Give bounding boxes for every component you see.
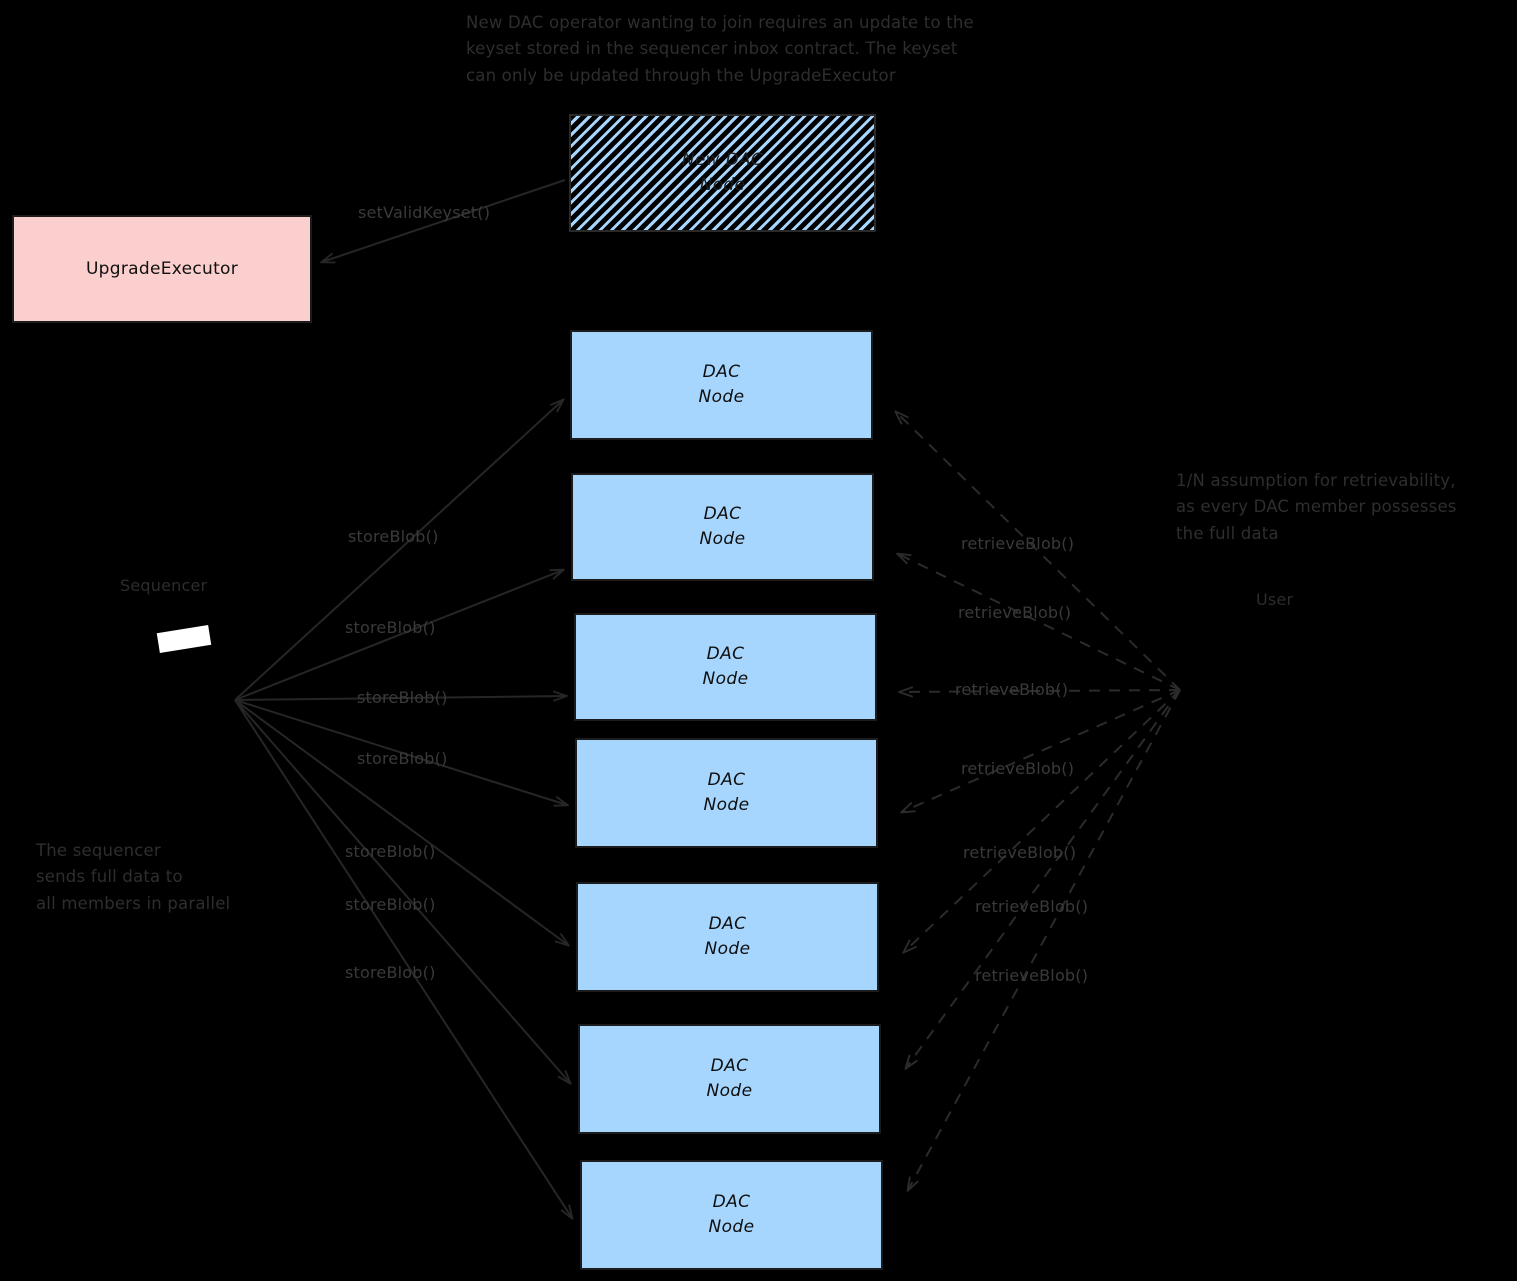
annotation-left-note: The sequencer sends full data to all mem… bbox=[36, 841, 231, 913]
dac-node-box-4[interactable]: DAC Node bbox=[575, 738, 878, 848]
edge-label-store-blob-3: storeBlob() bbox=[357, 688, 448, 707]
edge-label-set-valid-keyset: setValidKeyset() bbox=[358, 203, 491, 222]
edge-label-store-blob-7: storeBlob() bbox=[345, 963, 436, 982]
edge-label-store-blob-5: storeBlob() bbox=[345, 842, 436, 861]
dac-node-box-1[interactable]: DAC Node bbox=[570, 330, 873, 440]
edge-label-retrieve-blob-4: retrieveBlob() bbox=[961, 759, 1075, 778]
edge-label-retrieve-blob-3: retrieveBlob() bbox=[955, 680, 1069, 699]
new-dac-node-box[interactable]: New DAC Node bbox=[569, 114, 876, 232]
edge-store-blob-3 bbox=[234, 690, 568, 702]
annotation-right-note: 1/N assumption for retrievability, as ev… bbox=[1176, 471, 1457, 543]
edge-label-store-blob-6: storeBlob() bbox=[345, 895, 436, 914]
edge-retrieve-blob-6 bbox=[904, 689, 1181, 1070]
edge-label-store-blob-4: storeBlob() bbox=[357, 749, 448, 768]
edge-label-retrieve-blob-5: retrieveBlob() bbox=[963, 843, 1077, 862]
edge-label-store-blob-2: storeBlob() bbox=[345, 618, 436, 637]
dac-node-box-3[interactable]: DAC Node bbox=[574, 613, 877, 721]
dac-node-label-2: DAC Node bbox=[699, 504, 746, 549]
user-label: User bbox=[1256, 590, 1294, 609]
edge-label-retrieve-blob-6: retrieveBlob() bbox=[975, 897, 1089, 916]
edge-group-retrieve-blob bbox=[894, 410, 1181, 1192]
edge-label-retrieve-blob-7: retrieveBlob() bbox=[975, 966, 1089, 985]
upgrade-executor-box[interactable]: UpgradeExecutor bbox=[12, 215, 312, 323]
edge-store-blob-2 bbox=[234, 568, 565, 701]
edge-label-store-blob-1: storeBlob() bbox=[348, 527, 439, 546]
new-dac-node-label: New DAC Node bbox=[681, 150, 764, 195]
edge-store-blob-6 bbox=[234, 699, 572, 1085]
edge-retrieve-blob-7 bbox=[906, 689, 1181, 1192]
edge-label-retrieve-blob-2: retrieveBlob() bbox=[958, 603, 1072, 622]
dac-node-label-6: DAC Node bbox=[706, 1056, 753, 1101]
dac-node-label-5: DAC Node bbox=[704, 914, 751, 959]
edge-group-store-blob bbox=[234, 398, 574, 1220]
annotation-top-note: New DAC operator wanting to join require… bbox=[466, 13, 974, 85]
edge-retrieve-blob-5 bbox=[902, 689, 1181, 954]
edge-store-blob-1 bbox=[234, 398, 565, 701]
edge-label-retrieve-blob-1: retrieveBlob() bbox=[961, 534, 1075, 553]
dac-node-box-2[interactable]: DAC Node bbox=[571, 473, 874, 581]
dac-node-label-7: DAC Node bbox=[708, 1192, 755, 1237]
edge-set-valid-keyset bbox=[320, 179, 566, 264]
edge-store-blob-5 bbox=[234, 699, 570, 947]
edge-retrieve-blob-3 bbox=[898, 686, 1181, 698]
dac-node-label-3: DAC Node bbox=[702, 644, 749, 689]
dac-node-box-7[interactable]: DAC Node bbox=[580, 1160, 883, 1270]
edge-retrieve-blob-4 bbox=[900, 689, 1181, 814]
edge-retrieve-blob-1 bbox=[894, 410, 1181, 691]
dac-node-box-6[interactable]: DAC Node bbox=[578, 1024, 881, 1134]
dac-node-label-4: DAC Node bbox=[703, 770, 750, 815]
edge-retrieve-blob-2 bbox=[896, 552, 1181, 691]
edge-store-blob-4 bbox=[234, 699, 569, 807]
dac-node-box-5[interactable]: DAC Node bbox=[576, 882, 879, 992]
upgrade-executor-label: UpgradeExecutor bbox=[85, 259, 239, 279]
sequencer-label: Sequencer bbox=[120, 576, 208, 595]
edge-store-blob-7 bbox=[234, 699, 574, 1220]
dac-node-label-1: DAC Node bbox=[698, 362, 745, 407]
